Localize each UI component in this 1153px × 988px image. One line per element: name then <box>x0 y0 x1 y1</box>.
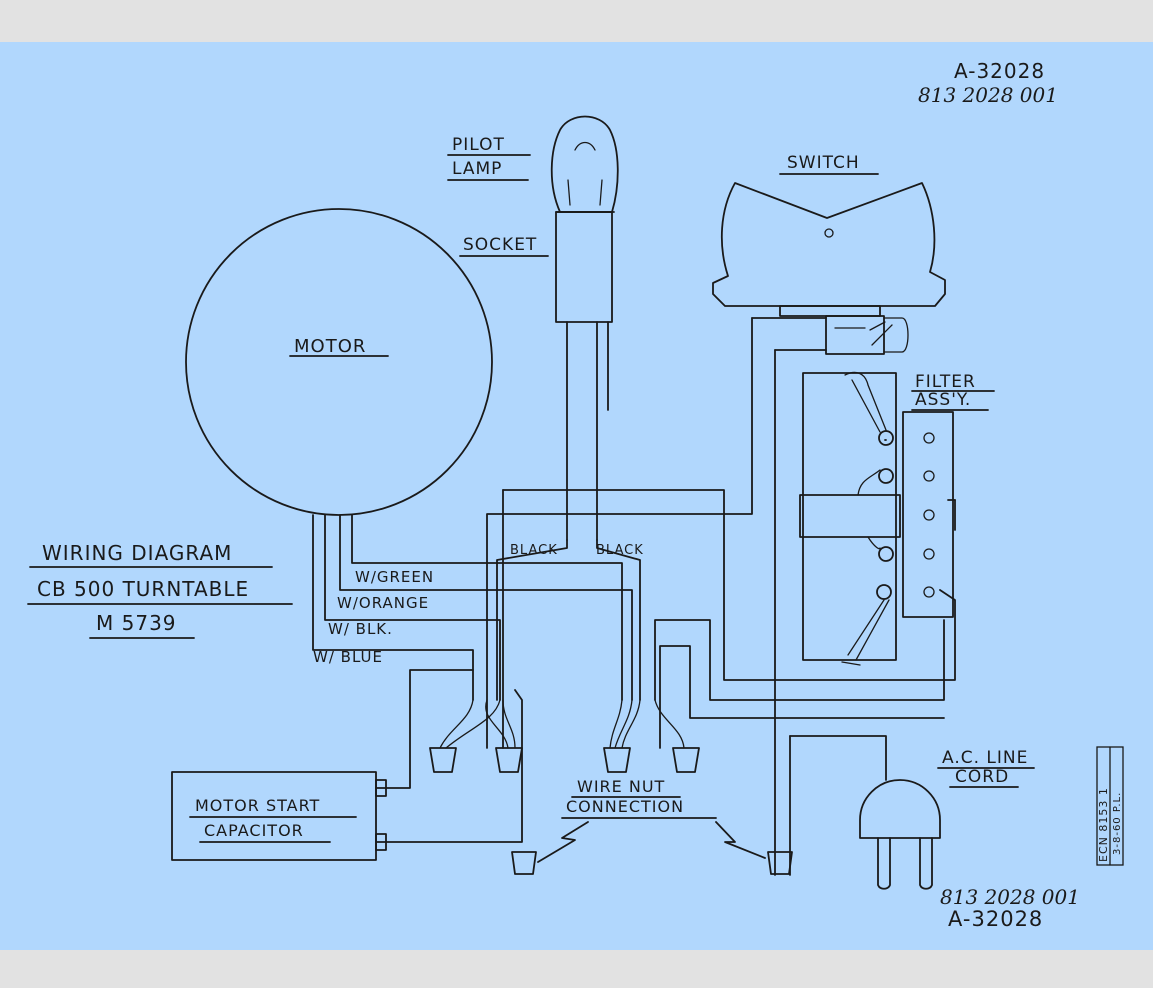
socket-label: SOCKET <box>463 235 537 255</box>
wire-label-w-blue: W/ BLUE <box>313 648 383 666</box>
switch: SWITCH <box>712 153 946 355</box>
lamp-label: LAMP <box>452 159 502 179</box>
switch-label: SWITCH <box>787 153 860 173</box>
filter-label-line1: FILTER <box>915 372 976 392</box>
motor-label: MOTOR <box>294 336 366 357</box>
doc-number-bottom: A-32028 <box>948 907 1043 931</box>
wire-label-w-blk: W/ BLK. <box>328 620 393 638</box>
filter-assembly: FILTER ASS'Y. <box>799 371 995 666</box>
wiring <box>312 317 956 876</box>
ecn-line1: ECN 8153 1 <box>1097 787 1110 862</box>
ecn-line2: 3-8-60 P.L. <box>1112 792 1123 855</box>
pilot-lamp: PILOT LAMP <box>447 115 619 213</box>
wiring-diagram-sheet: MOTOR PILOT LAMP SOCKET <box>0 42 1153 950</box>
wiring-diagram: MOTOR PILOT LAMP SOCKET <box>27 59 1124 931</box>
wire-nut-label-line2: CONNECTION <box>566 797 684 816</box>
wire-labels: BLACK BLACK W/GREEN W/ORANGE W/ BLK. W/ … <box>313 543 644 666</box>
ac-cord-label-line2: CORD <box>955 767 1009 787</box>
doc-ref-top: 813 2028 001 <box>918 83 1058 107</box>
capacitor-label-line1: MOTOR START <box>195 796 320 815</box>
wire-nut-label: WIRE NUT CONNECTION <box>537 777 766 863</box>
doc-number-top: A-32028 <box>954 59 1045 83</box>
motor: MOTOR <box>185 208 493 516</box>
pilot-label: PILOT <box>452 135 505 155</box>
wire-label-black-left: BLACK <box>510 543 558 558</box>
model-number: M 5739 <box>96 611 177 635</box>
lamp-socket: SOCKET <box>459 211 613 541</box>
title-block: WIRING DIAGRAM CB 500 TURNTABLE M 5739 <box>27 541 293 639</box>
wire-label-black-right: BLACK <box>596 543 644 558</box>
ac-cord-label-line1: A.C. LINE <box>942 748 1028 768</box>
ac-line-cord-plug: A.C. LINE CORD <box>859 748 1035 890</box>
wire-label-w-orange: W/ORANGE <box>337 594 429 612</box>
wire-label-w-green: W/GREEN <box>355 568 434 586</box>
doc-ref-bottom: 813 2028 001 <box>940 885 1080 909</box>
document-numbers: A-32028 813 2028 001 813 2028 001 A-3202… <box>918 59 1080 931</box>
ecn-stamp: ECN 8153 1 3-8-60 P.L. <box>1096 746 1124 866</box>
diagram-subtitle: CB 500 TURNTABLE <box>37 577 249 601</box>
motor-start-capacitor: MOTOR START CAPACITOR <box>171 771 387 861</box>
capacitor-label-line2: CAPACITOR <box>204 821 304 840</box>
diagram-title: WIRING DIAGRAM <box>42 541 232 565</box>
wire-nuts <box>429 747 793 875</box>
filter-label-line2: ASS'Y. <box>915 390 971 410</box>
wire-nut-label-line1: WIRE NUT <box>577 777 665 796</box>
